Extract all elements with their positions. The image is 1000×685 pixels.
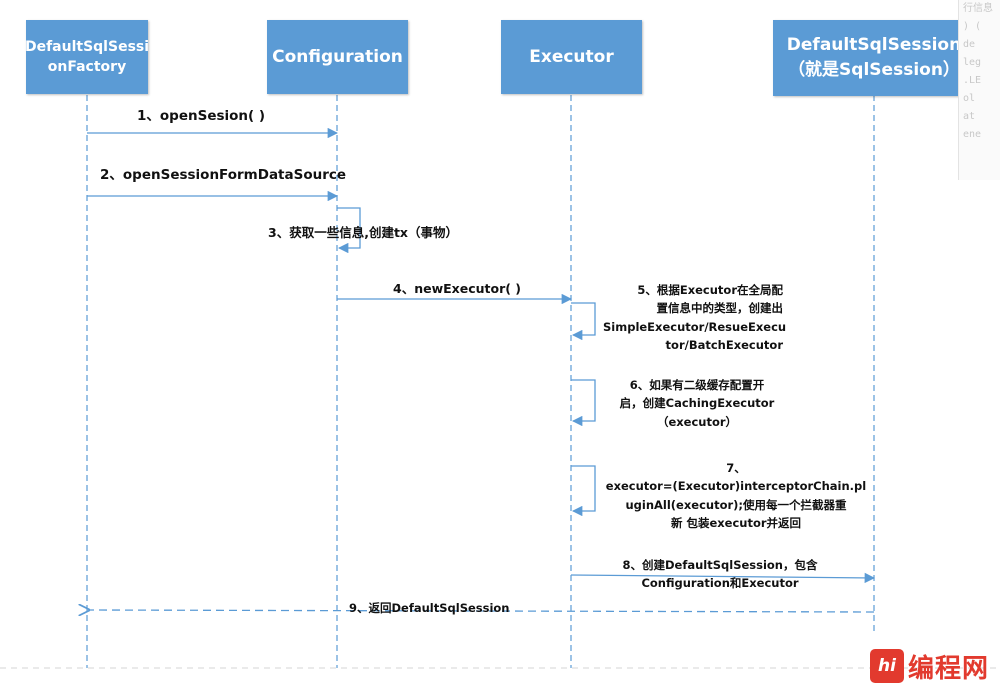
- participant-configuration: Configuration: [267, 20, 408, 94]
- watermark: hi 编程网: [870, 649, 990, 684]
- arrow-7-self-loop: [571, 465, 596, 517]
- side-panel-line: leg: [963, 57, 982, 68]
- message-7-note: 7、 executor=(Executor)interceptorChain.p…: [605, 461, 867, 531]
- arrow-8: [570, 572, 876, 584]
- arrow-9-return: [89, 610, 875, 612]
- cropped-side-panel: 行信息 ) ( de leg .LE ol at ene: [958, 0, 1000, 180]
- side-panel-line: ) (: [963, 21, 982, 32]
- message-8-label: 8、创建DefaultSqlSession，包含 Configuration和E…: [622, 558, 818, 591]
- arrow-5-self-loop: [571, 302, 596, 341]
- watermark-logo-icon: hi: [870, 649, 904, 683]
- message-2-label: 2、openSessionFormDataSource: [100, 167, 347, 183]
- arrow-6-self-loop: [571, 379, 596, 427]
- side-panel-line: ol: [963, 93, 976, 104]
- side-panel-line: at: [963, 111, 976, 122]
- side-panel-line: 行信息: [963, 3, 993, 14]
- message-4-label: 4、newExecutor( ): [393, 281, 522, 296]
- participant-executor: Executor: [501, 20, 642, 94]
- side-panel-line: de: [963, 39, 976, 50]
- side-panel-line: .LE: [963, 75, 982, 86]
- message-1-label: 1、openSesion( ): [137, 108, 266, 124]
- message-6-note: 6、如果有二级缓存配置开 启，创建CachingExecutor （execut…: [619, 378, 775, 429]
- participant-factory: DefaultSqlSessi onFactory: [25, 20, 149, 94]
- message-5-note: 5、根据Executor在全局配 置信息中的类型，创建出 SimpleExecu…: [603, 283, 787, 353]
- arrow-3-self-loop: [337, 207, 361, 254]
- message-3-label: 3、获取一些信息,创建tx（事物）: [268, 225, 458, 240]
- participant-sqlsession: DefaultSqlSession （就是SqlSession）: [773, 20, 975, 96]
- watermark-text: 编程网: [908, 653, 990, 684]
- side-panel-line: ene: [963, 129, 982, 140]
- message-9-label: 9、返回DefaultSqlSession: [349, 601, 510, 615]
